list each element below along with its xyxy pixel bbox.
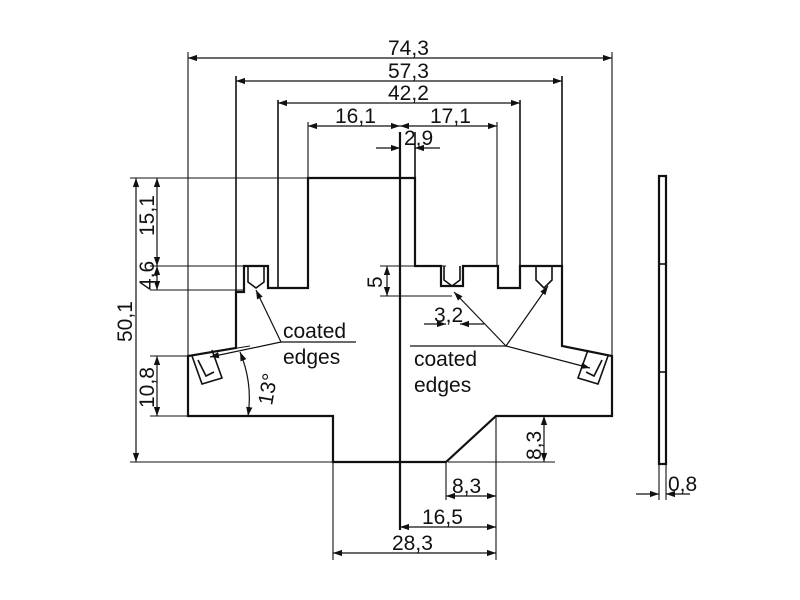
dim-width-3: 42,2: [388, 82, 429, 105]
dim-right-half: 17,1: [430, 105, 471, 128]
part-outline: [186, 76, 614, 530]
dim-side-height: 10,8: [136, 367, 159, 408]
note-left-line1: coated: [283, 320, 346, 343]
dim-thickness: 0,8: [668, 473, 697, 496]
dim-angle: 13°: [254, 372, 282, 407]
note-right-line1: coated: [414, 348, 477, 371]
dim-upper-height: 15,1: [136, 195, 159, 236]
dim-chamfer-w: 8,3: [452, 475, 481, 498]
dim-width-2: 57,3: [388, 60, 429, 83]
dim-slot-width: 3,2: [434, 304, 463, 327]
dim-notch-height: 4,6: [136, 261, 159, 290]
note-left-line2: edges: [283, 346, 340, 369]
side-view: 0,8: [636, 174, 697, 500]
dim-bottom-width: 28,3: [392, 532, 433, 555]
note-right-line2: edges: [414, 374, 471, 397]
dimension-labels: 74,3 57,3 42,2 16,1 17,1 2,9 15,1 4,6 50…: [114, 37, 546, 555]
dimension-lines: [132, 54, 612, 557]
dim-left-half: 16,1: [335, 105, 376, 128]
dim-slot-depth: 5: [364, 276, 387, 288]
dim-total-height: 50,1: [114, 301, 137, 342]
dim-overall-width: 74,3: [388, 37, 429, 60]
dim-center-offset: 2,9: [404, 127, 433, 150]
dim-chamfer-h: 8,3: [523, 431, 546, 460]
leader-lines: [209, 285, 591, 369]
dim-tab-offset: 16,5: [422, 506, 463, 529]
extension-lines: [130, 52, 613, 560]
notes: coated edges coated edges: [283, 320, 477, 397]
